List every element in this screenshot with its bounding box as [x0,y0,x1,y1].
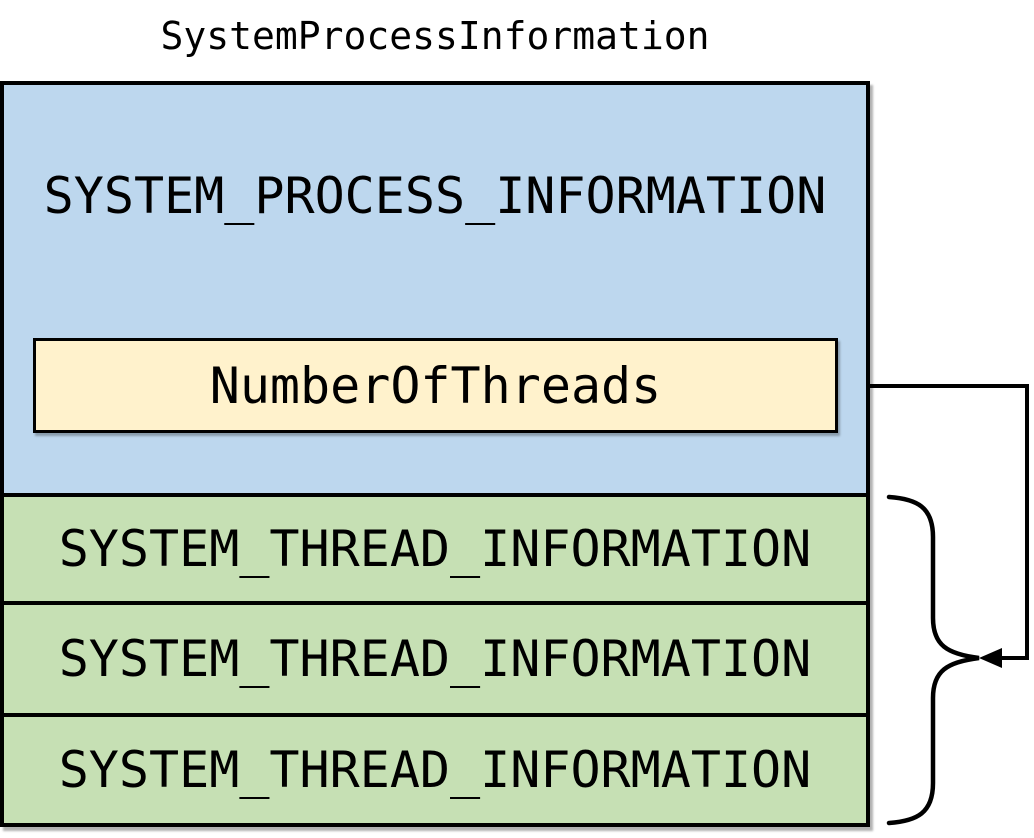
system-thread-information-block-3: SYSTEM_THREAD_INFORMATION [4,717,866,823]
system-thread-information-label-2: SYSTEM_THREAD_INFORMATION [58,630,812,688]
system-process-information-label: SYSTEM_PROCESS_INFORMATION [43,167,827,225]
system-thread-information-label-1: SYSTEM_THREAD_INFORMATION [58,520,812,578]
number-of-threads-label: NumberOfThreads [209,356,662,415]
system-thread-information-block-2: SYSTEM_THREAD_INFORMATION [4,605,866,717]
elbow-connector-line [870,384,1029,660]
diagram-title: SystemProcessInformation [160,14,710,58]
arrowhead-left-icon [979,648,1002,668]
number-of-threads-field: NumberOfThreads [33,338,838,433]
system-thread-information-label-3: SYSTEM_THREAD_INFORMATION [58,741,812,799]
system-thread-information-block-1: SYSTEM_THREAD_INFORMATION [4,497,866,605]
system-process-information-block: SYSTEM_PROCESS_INFORMATION NumberOfThrea… [4,85,866,497]
curly-brace-icon [886,494,980,826]
process-buffer-structure: SYSTEM_PROCESS_INFORMATION NumberOfThrea… [0,81,870,827]
